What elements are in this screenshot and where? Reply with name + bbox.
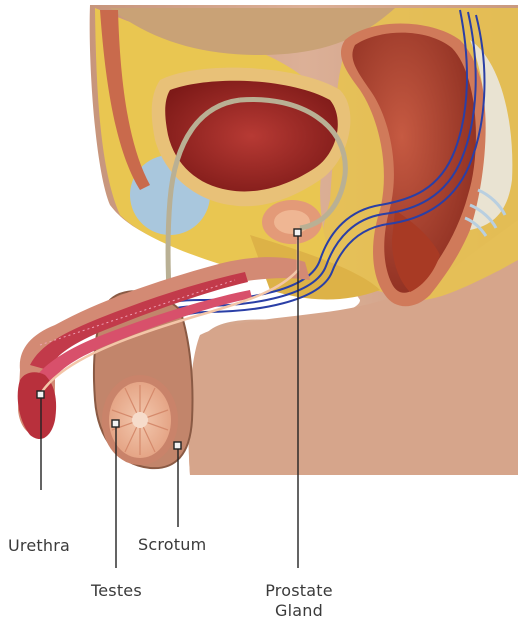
prostate-marker bbox=[294, 229, 301, 236]
testes-marker bbox=[112, 420, 119, 427]
scrotum-marker bbox=[174, 442, 181, 449]
testes-label: Testes bbox=[91, 580, 142, 602]
prostate-label-line2: Gland bbox=[275, 600, 323, 622]
prostate-label-line1: Prostate bbox=[265, 580, 333, 602]
urethra-marker bbox=[37, 391, 44, 398]
urethra-label: Urethra bbox=[8, 535, 70, 557]
scrotum-label: Scrotum bbox=[138, 534, 206, 556]
